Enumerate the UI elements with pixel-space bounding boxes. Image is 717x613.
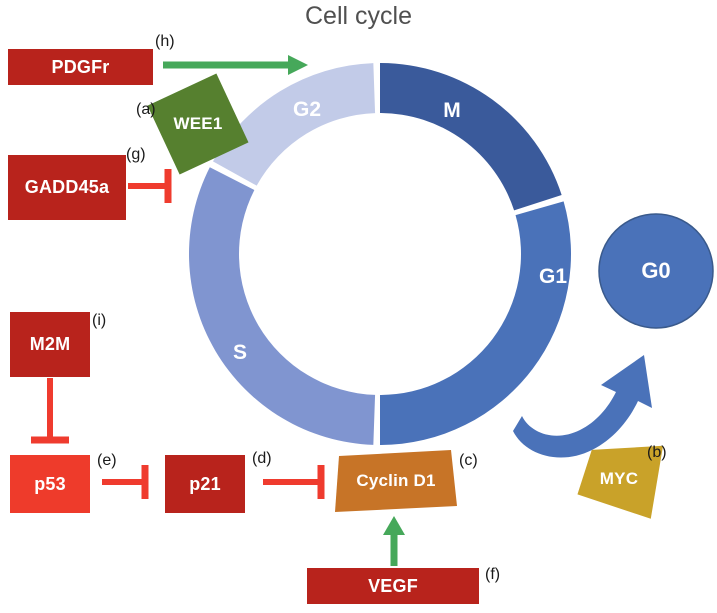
node-shapes [147,73,664,519]
phase-segment-s [189,167,376,445]
phase-segment-m [380,63,562,211]
tag-g: (g) [126,146,146,163]
g1-to-g0-transition-arrow [513,355,652,458]
node-vegf[interactable]: VEGF [307,568,479,604]
tag-d: (d) [252,450,272,467]
phase-label-g1: G1 [538,265,568,288]
node-pdgfr[interactable]: PDGFr [8,49,153,85]
phase-label-g2: G2 [292,98,322,121]
cell-cycle-ring [189,63,572,445]
node-p53[interactable]: p53 [10,455,90,513]
g0-phase-circle [598,213,714,329]
vegf-activation-arrow [383,516,405,566]
tag-h: (h) [155,33,175,50]
p53-inhibition-arrow [102,465,149,499]
pdgfr-activation-arrow [163,55,308,75]
node-gadd45a[interactable]: GADD45a [8,155,126,220]
node-label-wee1: WEE1 [173,114,223,134]
node-label-cyclin-d1: Cyclin D1 [356,471,436,491]
node-label-myc: MYC [599,469,639,489]
node-shape-wee1[interactable] [147,73,249,175]
m2m-inhibition-arrow [31,378,69,444]
phase-segment-g2 [212,63,376,186]
tag-i: (i) [92,312,107,329]
p21-inhibition-arrow [263,465,325,499]
node-m2m[interactable]: M2M [10,312,90,377]
phase-segment-g1 [380,201,572,445]
tag-f: (f) [485,566,501,583]
g0-label: G0 [641,258,671,283]
tag-e: (e) [97,452,117,469]
gadd45a-inhibition-arrow [128,169,172,203]
phase-label-s: S [232,341,248,364]
tag-b: (b) [647,444,667,461]
node-shape-cyclin-d1[interactable] [335,450,457,512]
node-shape-myc[interactable] [576,435,664,519]
tag-c: (c) [459,452,478,469]
node-p21[interactable]: p21 [165,455,245,513]
phase-label-m: M [443,99,461,122]
page-title: Cell cycle [305,2,412,30]
tag-a: (a) [136,101,156,118]
